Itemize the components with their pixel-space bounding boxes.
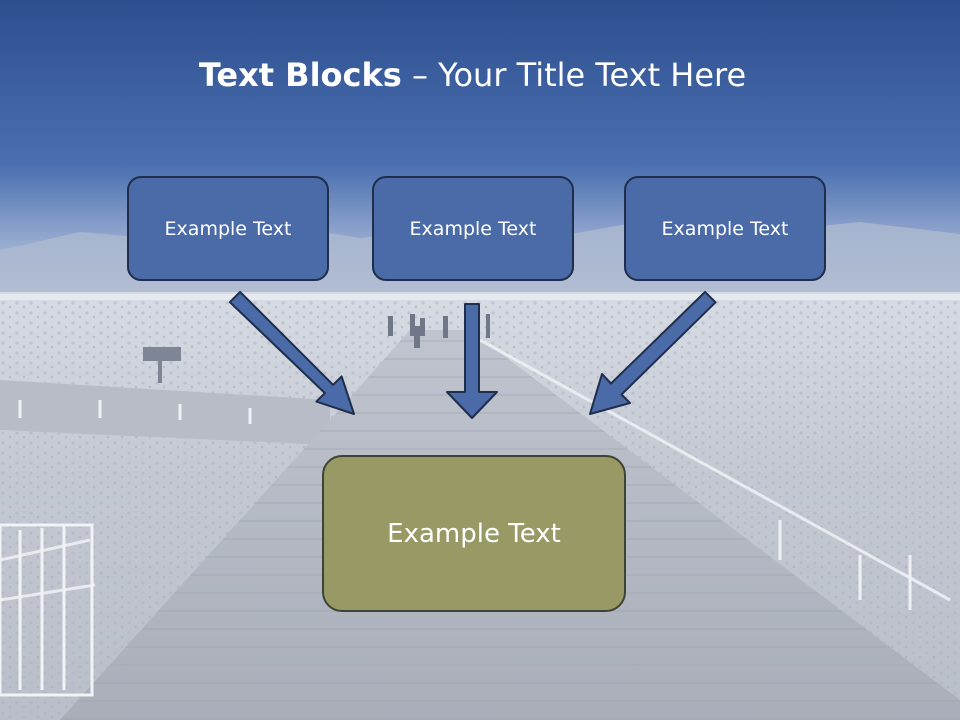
title-dash: – (401, 56, 439, 94)
slide-title: Text Blocks – Your Title Text Here (0, 52, 945, 98)
text-block-bottom[interactable]: Example Text (322, 455, 626, 612)
title-bold-text: Text Blocks (198, 56, 402, 94)
text-block-center-label: Example Text (409, 217, 537, 240)
text-block-right[interactable]: Example Text (624, 176, 826, 281)
arrow-down-icon (446, 303, 498, 419)
arrow-down-right-icon (228, 290, 355, 415)
text-block-bottom-label: Example Text (387, 518, 561, 549)
text-block-left[interactable]: Example Text (127, 176, 329, 281)
title-rest-text: Your Title Text Here (438, 56, 747, 94)
arrow-down-left-icon (589, 290, 717, 415)
text-block-right-label: Example Text (661, 217, 789, 240)
text-block-center[interactable]: Example Text (372, 176, 574, 281)
text-block-left-label: Example Text (164, 217, 292, 240)
